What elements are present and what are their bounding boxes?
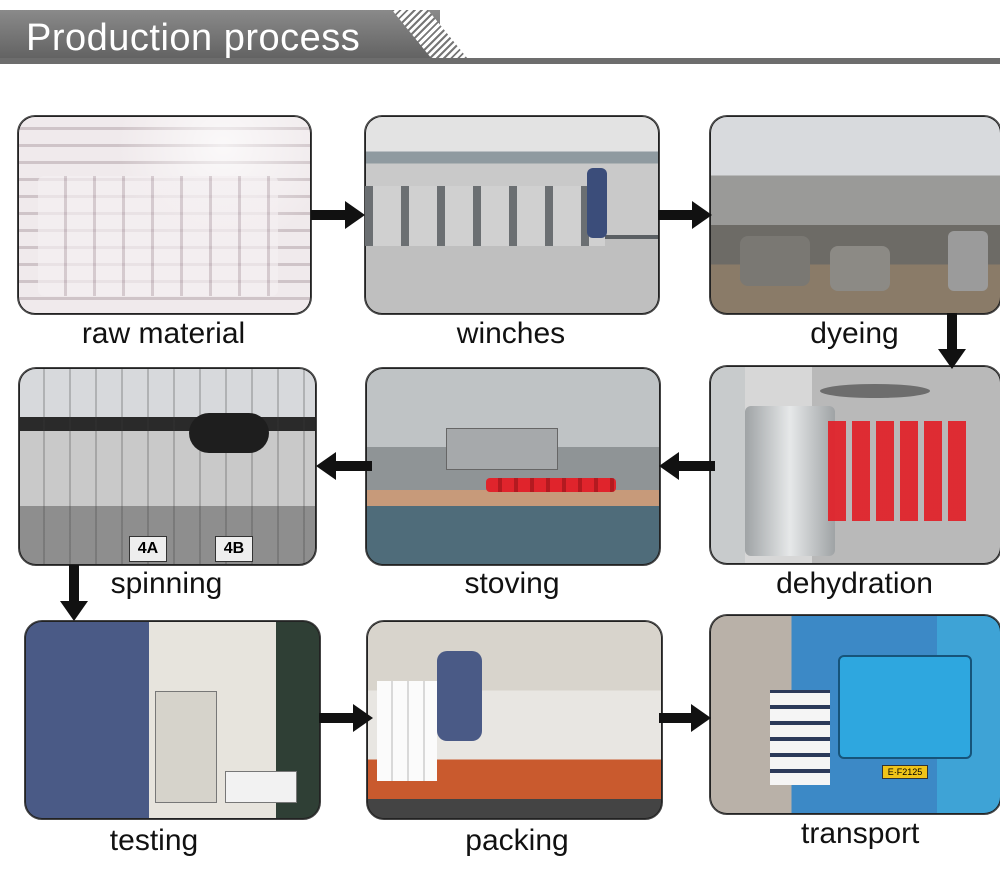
- arrow-right-icon: [311, 201, 365, 229]
- winches-photo: [364, 115, 660, 315]
- header-band: [0, 10, 440, 64]
- machine-tag-4a: 4A: [129, 536, 167, 562]
- machine-tag-4b: 4B: [215, 536, 253, 562]
- spinning-photo: 4A 4B: [18, 367, 317, 566]
- arrow-down-icon: [60, 565, 88, 621]
- step-label-packing: packing: [465, 824, 569, 857]
- page-title: Production process: [26, 17, 361, 59]
- packing-photo: [366, 620, 663, 820]
- arrow-right-icon: [319, 704, 373, 732]
- step-label-testing: testing: [109, 824, 199, 857]
- arrow-left-icon: [659, 452, 715, 480]
- arrow-down-icon: [938, 313, 966, 369]
- dyeing-photo: [709, 115, 1000, 315]
- step-label-transport: transport: [801, 817, 920, 850]
- step-label-dyeing: dyeing: [810, 317, 899, 350]
- arrow-right-icon: [659, 704, 711, 732]
- transport-photo: E·F2125: [709, 614, 1000, 815]
- arrow-left-icon: [316, 452, 372, 480]
- step-label-stoving: stoving: [464, 567, 560, 600]
- step-label-spinning: spinning: [110, 567, 223, 600]
- step-label-dehydration: dehydration: [776, 567, 933, 600]
- raw-material-photo: [17, 115, 312, 315]
- step-label-raw-material: raw material: [81, 317, 246, 350]
- arrow-right-icon: [658, 201, 712, 229]
- dehydration-photo: [709, 365, 1000, 565]
- truck-plate: E·F2125: [882, 765, 928, 779]
- testing-photo: [24, 620, 321, 820]
- step-label-winches: winches: [456, 317, 566, 350]
- header-rule: [0, 58, 1000, 64]
- stoving-photo: [365, 367, 661, 566]
